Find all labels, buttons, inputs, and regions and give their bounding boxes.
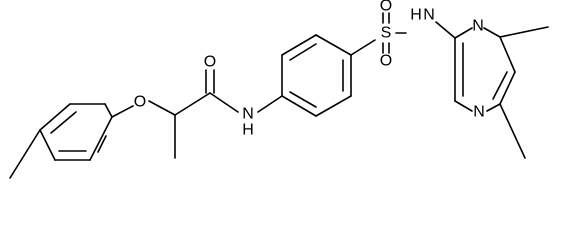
pyrimidine-nitrogen-bottom-label: N xyxy=(473,104,485,121)
bond xyxy=(483,27,501,38)
amide-nitrogen-label: N xyxy=(242,106,254,123)
bond xyxy=(281,34,317,56)
bond xyxy=(492,71,508,100)
sulfonamide-nitrogen-label: N xyxy=(423,7,435,24)
bond xyxy=(209,92,239,113)
bond xyxy=(350,39,376,56)
bond xyxy=(97,135,107,153)
bond xyxy=(89,116,113,161)
bond xyxy=(257,95,283,113)
ether-oxygen-label: O xyxy=(134,94,146,111)
bond xyxy=(9,129,41,179)
bond xyxy=(148,100,176,116)
sulfonyl-oxygen-bottom-label: O xyxy=(380,53,392,70)
pyrimidine-nitrogen-top-label: N xyxy=(472,18,484,35)
bond xyxy=(39,103,71,131)
bond xyxy=(289,43,317,61)
bond xyxy=(289,91,317,108)
bond xyxy=(50,111,77,134)
bond xyxy=(499,26,549,38)
sulfonamide-hydrogen-label: H xyxy=(410,7,422,24)
sulfonyl-oxygen-top-label: O xyxy=(380,0,392,15)
bond xyxy=(454,27,473,39)
carbonyl-oxygen-label: O xyxy=(204,54,216,71)
sulfonyl-sulfur-label: S xyxy=(381,25,392,42)
bond xyxy=(499,71,516,105)
bond xyxy=(315,34,352,56)
bond xyxy=(486,103,501,112)
bond xyxy=(281,95,317,117)
atom-labels: O O N H S O O H N N N xyxy=(134,0,485,139)
bond xyxy=(435,21,456,39)
bond xyxy=(174,92,211,116)
molecule-structure-diagram: O O N H S O O H N N N xyxy=(9,0,549,179)
molecule-canvas: O O N H S O O H N N N xyxy=(9,0,549,179)
amide-hydrogen-label: H xyxy=(242,122,254,139)
bond xyxy=(39,129,56,161)
bond xyxy=(315,95,352,117)
bond xyxy=(104,103,113,118)
bonds xyxy=(9,12,549,179)
bond xyxy=(499,103,526,159)
bond xyxy=(499,36,516,73)
bond xyxy=(111,105,134,118)
bond xyxy=(454,100,473,112)
